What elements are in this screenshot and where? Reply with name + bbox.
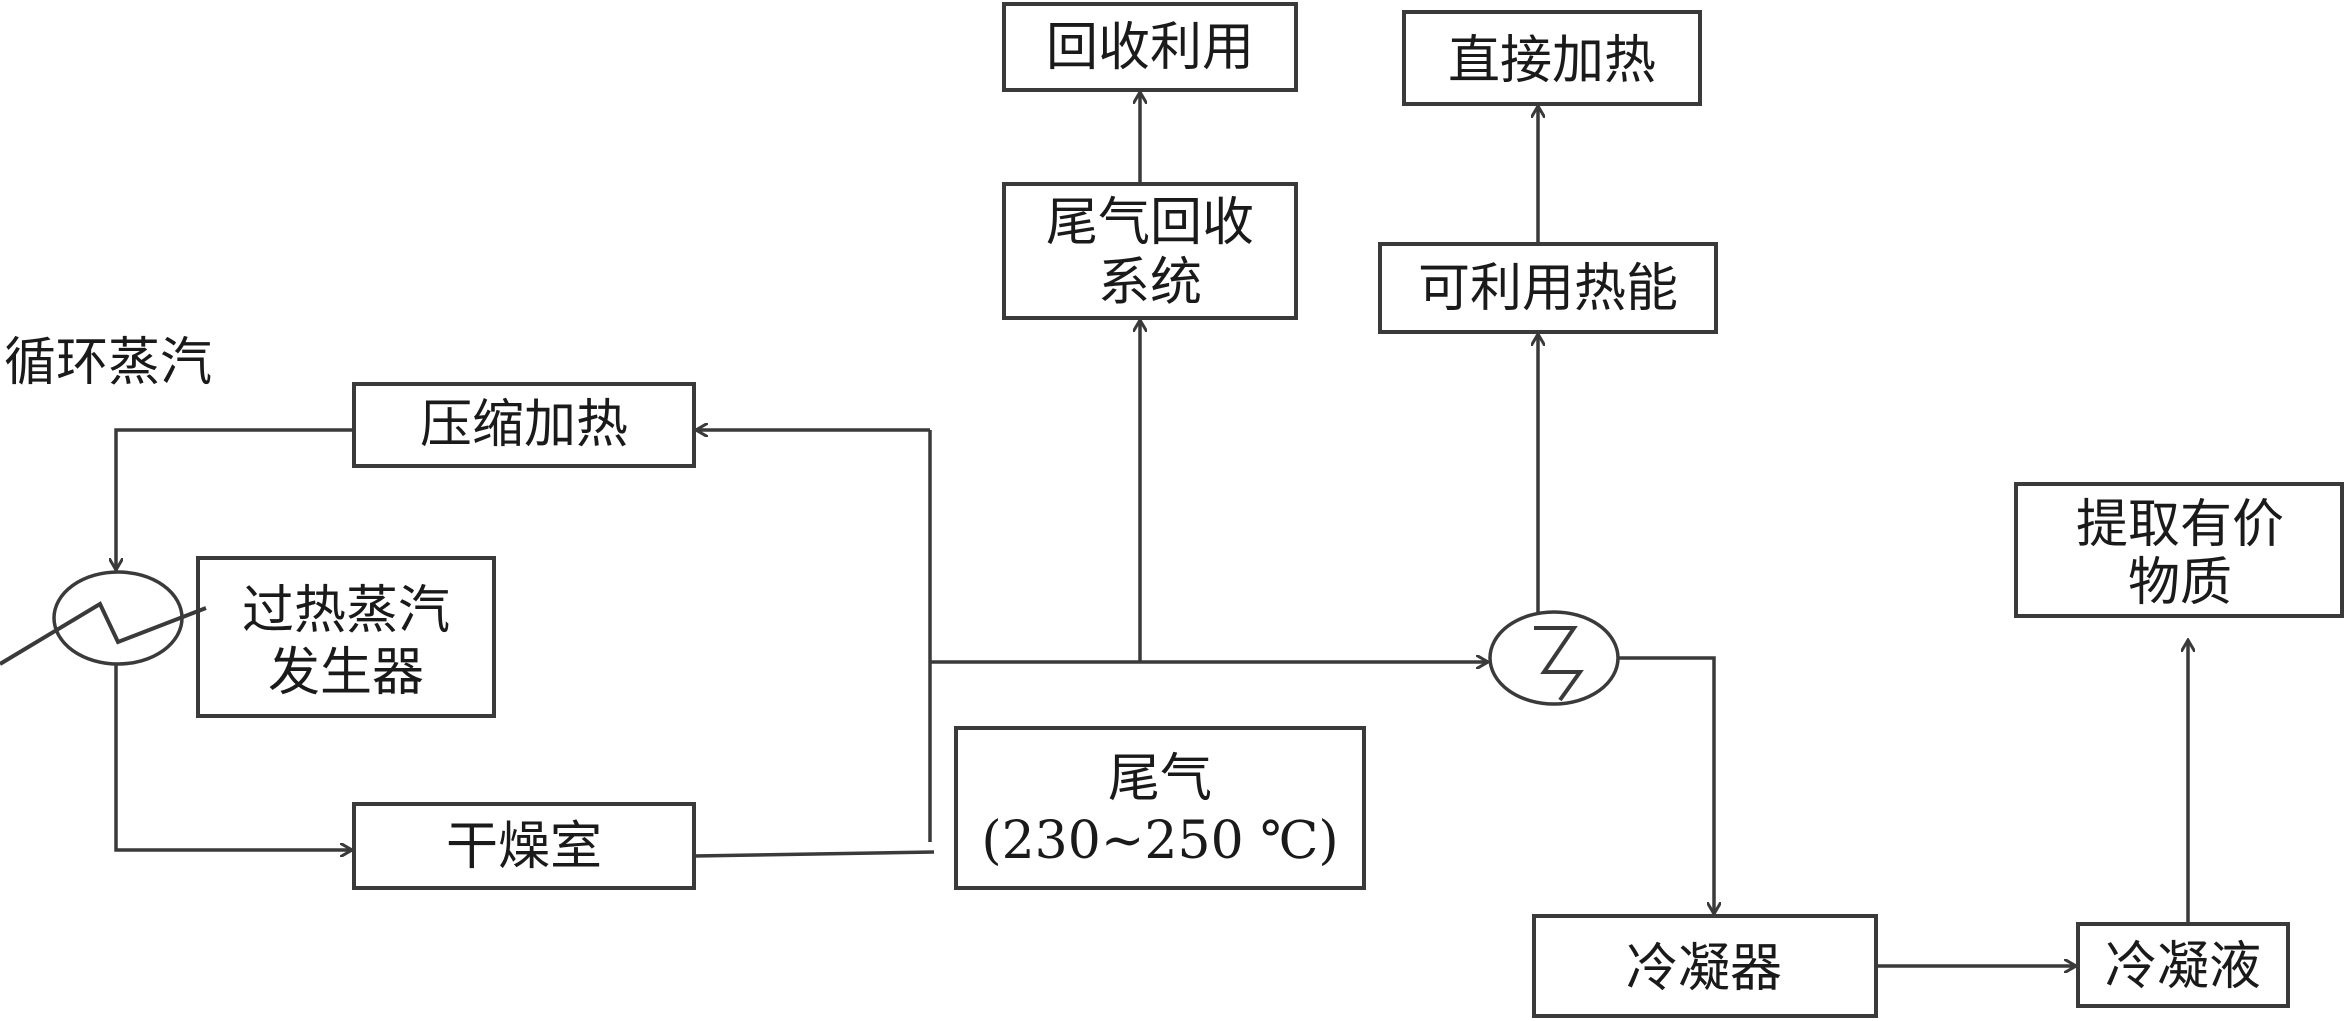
heat-exchanger-left-icon <box>0 570 207 666</box>
heat-exchanger-right-icon <box>1488 610 1620 706</box>
arrow-compress-to-generator <box>116 428 354 570</box>
node-generator-label-2: 发生器 <box>268 643 424 703</box>
node-recycle-use-label: 回收利用 <box>1046 18 1254 78</box>
arrow-generator-to-drying <box>114 664 352 850</box>
node-condenser-label: 冷凝器 <box>1626 939 1782 999</box>
node-generator-label-1: 过热蒸汽 <box>242 581 450 641</box>
arrow-exchanger-to-condenser <box>1618 656 1714 914</box>
connectors <box>116 92 2188 966</box>
node-extract-valuables: 提取有价 物质 <box>2014 482 2344 618</box>
node-drying-room: 干燥室 <box>352 802 696 890</box>
node-condensate: 冷凝液 <box>2076 922 2290 1008</box>
node-superheated-steam-generator: 过热蒸汽 发生器 <box>196 556 496 718</box>
node-exhaust-recovery-label-1: 尾气回收 <box>1046 193 1254 253</box>
node-compress-heat: 压缩加热 <box>352 382 696 468</box>
node-recycle-use: 回收利用 <box>1002 2 1298 92</box>
node-condenser: 冷凝器 <box>1532 914 1878 1018</box>
node-compress-heat-label: 压缩加热 <box>420 395 628 455</box>
node-direct-heating-label: 直接加热 <box>1448 31 1656 91</box>
node-usable-heat-label: 可利用热能 <box>1418 259 1678 319</box>
line-drying-to-trunk <box>693 850 935 858</box>
node-exhaust-recovery-label-2: 系统 <box>1098 253 1202 313</box>
node-direct-heating: 直接加热 <box>1402 10 1702 106</box>
node-condensate-label: 冷凝液 <box>2105 937 2261 997</box>
node-exhaust-gas: 尾气 (230~250 ℃) <box>954 726 1366 890</box>
node-drying-room-label: 干燥室 <box>446 817 602 877</box>
node-usable-heat: 可利用热能 <box>1378 242 1718 334</box>
node-exhaust-recovery-system: 尾气回收 系统 <box>1002 182 1298 320</box>
circulating-steam-label: 循环蒸汽 <box>4 333 212 393</box>
node-exhaust-label-1: 尾气 <box>1108 749 1212 809</box>
node-exhaust-label-2: (230~250 ℃) <box>981 811 1338 871</box>
node-extract-label-2: 物质 <box>2128 553 2232 613</box>
node-extract-label-1: 提取有价 <box>2076 495 2284 555</box>
